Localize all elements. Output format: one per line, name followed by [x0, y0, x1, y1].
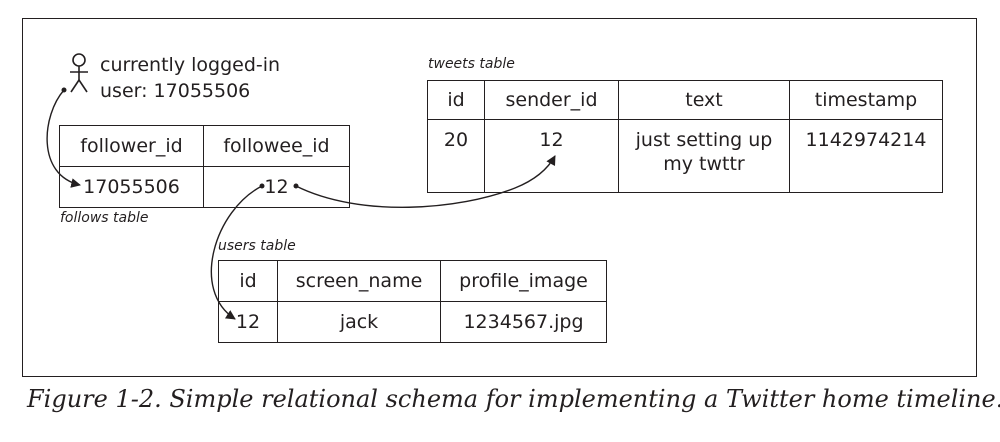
logged-in-user-label: currently logged-in user: 17055506 — [100, 52, 280, 104]
tweets-header-row: id sender_id text timestamp — [427, 80, 943, 120]
users-col-id: id — [218, 260, 278, 302]
tweets-text-line2: my twttr — [663, 153, 745, 175]
table-row: 17055506 12 — [59, 166, 350, 208]
tweets-col-id: id — [427, 80, 485, 120]
users-col-profile-image: profile_image — [440, 260, 607, 302]
tweets-text-line1: just setting up — [635, 129, 773, 151]
tweets-cell-text: just setting up my twttr — [618, 119, 790, 193]
tweets-cell-sender-id: 12 — [484, 119, 619, 193]
user-label-line2: user: 17055506 — [100, 80, 251, 102]
follows-header-row: follower_id followee_id — [59, 125, 350, 167]
table-row: 12 jack 1234567.jpg — [218, 301, 607, 343]
user-label-line1: currently logged-in — [100, 54, 281, 76]
users-table: id screen_name profile_image 12 jack 123… — [218, 260, 607, 343]
tweets-col-sender-id: sender_id — [484, 80, 619, 120]
follows-col-followee-id: followee_id — [203, 125, 350, 167]
follows-table-caption: follows table — [60, 210, 149, 226]
diagram-frame — [22, 18, 977, 377]
tweets-table-caption: tweets table — [428, 56, 515, 72]
users-cell-id: 12 — [218, 301, 278, 343]
tweets-cell-id: 20 — [427, 119, 485, 193]
table-row: 20 12 just setting up my twttr 114297421… — [427, 119, 943, 193]
figure-caption: Figure 1-2. Simple relational schema for… — [27, 385, 1000, 413]
tweets-table: id sender_id text timestamp 20 12 just s… — [427, 80, 943, 193]
tweets-cell-timestamp: 1142974214 — [789, 119, 943, 193]
users-col-screen-name: screen_name — [277, 260, 441, 302]
follows-cell-follower-id: 17055506 — [59, 166, 204, 208]
tweets-col-timestamp: timestamp — [789, 80, 943, 120]
user-icon — [70, 53, 88, 93]
users-cell-screen-name: jack — [277, 301, 441, 343]
follows-cell-followee-id: 12 — [203, 166, 350, 208]
users-cell-profile-image: 1234567.jpg — [440, 301, 607, 343]
follows-table: follower_id followee_id 17055506 12 — [59, 125, 350, 208]
users-header-row: id screen_name profile_image — [218, 260, 607, 302]
follows-col-follower-id: follower_id — [59, 125, 204, 167]
users-table-caption: users table — [218, 238, 296, 254]
tweets-col-text: text — [618, 80, 790, 120]
